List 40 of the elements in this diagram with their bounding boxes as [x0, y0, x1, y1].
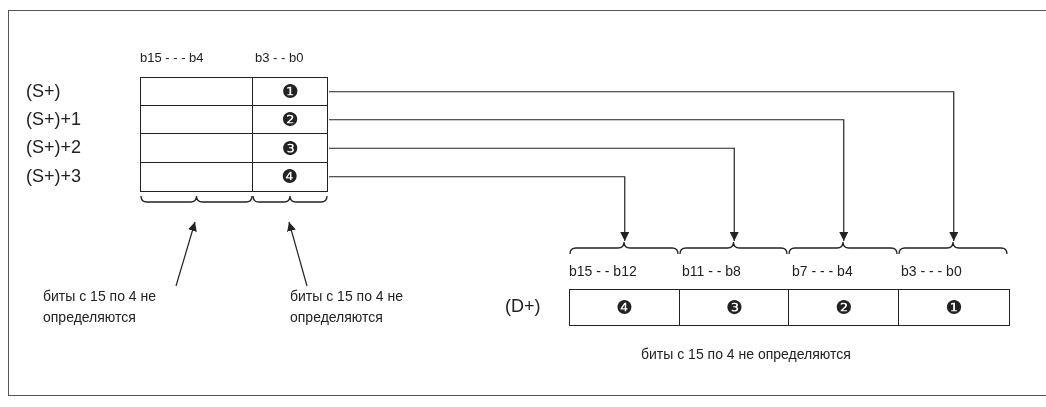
register-label: (S+)+2: [26, 137, 82, 158]
circled-number: ❸: [281, 138, 299, 158]
register-cell: [898, 289, 1010, 326]
register-label: (S+): [26, 81, 61, 102]
register-cell: [252, 162, 328, 192]
register-label: (D+): [505, 296, 541, 317]
note-text: биты с 15 по 4 не определяются: [290, 286, 475, 330]
circled-number: ❸: [725, 298, 743, 317]
circled-number: ❷: [281, 110, 299, 130]
leader-line: [287, 221, 308, 287]
register-cell: [140, 77, 254, 107]
note-text: биты с 15 по 4 не определяются: [641, 346, 851, 362]
register-cell: [140, 133, 254, 164]
register-cell: [140, 105, 254, 135]
register-cell: [252, 133, 328, 164]
circled-number: ❶: [945, 298, 963, 317]
register-cell: [252, 105, 328, 135]
arrow: [328, 147, 739, 242]
bit-range-label: b7 - - - b4: [792, 263, 853, 279]
bit-range-label: b3 - - b0: [255, 50, 304, 65]
circled-number: ❶: [281, 82, 299, 102]
register-label: (S+)+1: [26, 109, 82, 130]
bit-range-label: b11 - - b8: [682, 263, 741, 279]
circled-number: ❹: [616, 298, 634, 317]
register-cell: [679, 289, 790, 326]
bit-range-label: b3 - - - b0: [901, 263, 962, 279]
note-text: биты с 15 по 4 не определяются: [43, 286, 228, 330]
register-label: (S+)+3: [26, 166, 82, 187]
bit-range-label: b15 - - b12: [569, 263, 637, 279]
register-cell: [140, 162, 254, 192]
arrow: [328, 119, 849, 242]
leader-line: [175, 221, 197, 287]
circled-number: ❷: [835, 298, 853, 317]
arrow: [328, 91, 959, 242]
register-cell: [252, 77, 328, 107]
arrow: [328, 176, 630, 242]
bit-range-label: b15 - - - b4: [140, 50, 204, 65]
register-cell: [569, 289, 681, 326]
register-cell: [788, 289, 900, 326]
circled-number: ❹: [281, 167, 299, 187]
